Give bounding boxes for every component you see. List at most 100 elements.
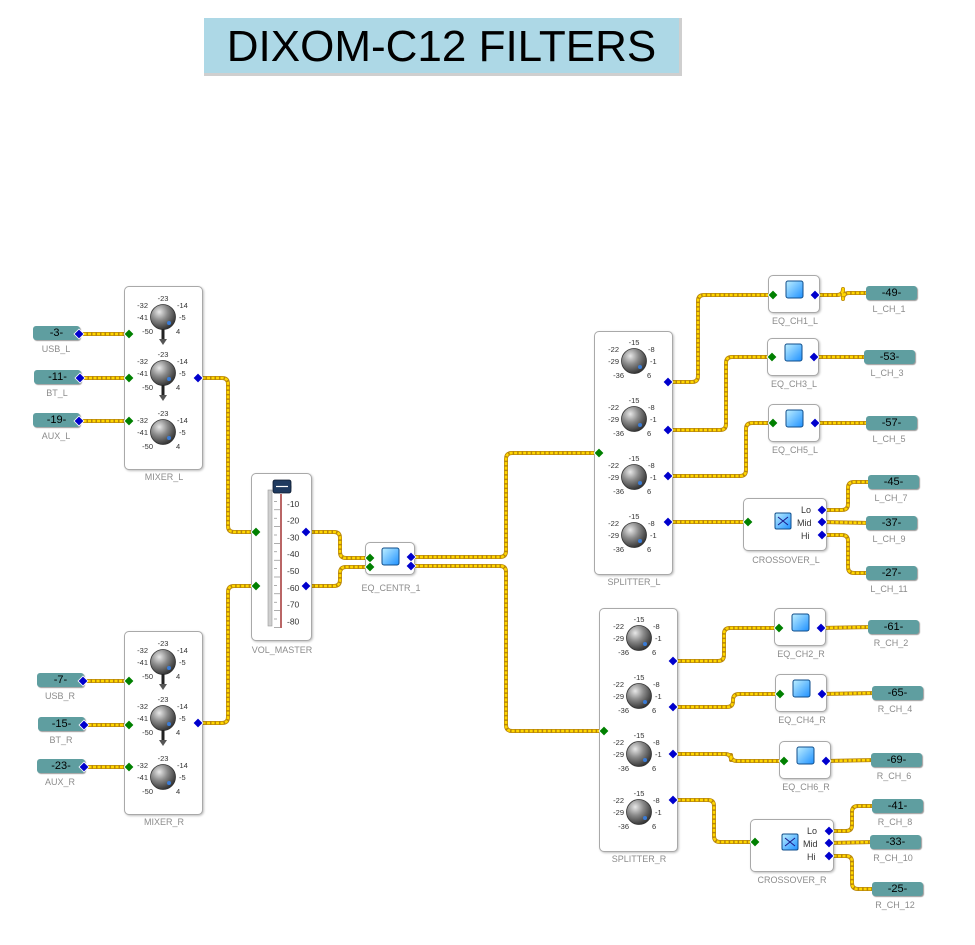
eq-ch6-r-block[interactable]: [779, 741, 831, 779]
wire-xl-hi: [822, 533, 870, 575]
output-tag-l-ch-1[interactable]: -49-: [866, 286, 917, 300]
eq-ch2-r-label: EQ_CH2_R: [777, 649, 825, 659]
input-tag-usb-r[interactable]: -7-: [37, 673, 84, 687]
crossover-r-hi-label: Hi: [807, 852, 816, 862]
input-label-aux-l: AUX_L: [41, 431, 71, 441]
wire-spr2-shadow: [671, 692, 782, 709]
output-label-l-ch-1: L_CH_1: [872, 304, 906, 314]
mixer-r-label: MIXER_R: [143, 817, 185, 827]
crossover-l-block[interactable]: [743, 498, 827, 551]
output-tag-l-ch-11[interactable]: -27-: [866, 566, 917, 580]
vol-master-label: VOL_MASTER: [251, 645, 313, 655]
input-label-bt-r: BT_R: [49, 735, 73, 745]
output-label-r-ch-2: R_CH_2: [873, 638, 909, 648]
output-tag-l-ch-9[interactable]: -37-: [866, 516, 917, 530]
eq-ch3-l-block[interactable]: [767, 338, 819, 376]
wire-spl2-shadow: [666, 355, 774, 432]
output-tag-l-ch-5[interactable]: -57-: [866, 416, 917, 430]
eq-ch2-r-block[interactable]: [774, 608, 826, 646]
input-label-aux-r: AUX_R: [44, 777, 76, 787]
input-label-usb-r: USB_R: [44, 691, 76, 701]
crossover-r-block[interactable]: [750, 819, 834, 872]
wire-spl1-shadow: [666, 293, 775, 384]
mixer-l-label: MIXER_L: [144, 472, 184, 482]
wire-spl2: [668, 355, 772, 432]
output-tag-r-ch-6[interactable]: -69-: [871, 753, 922, 767]
wire-spr1-shadow: [671, 626, 781, 663]
wire-eq-splitr-shadow: [409, 564, 606, 733]
eq-ch4-r-block[interactable]: [775, 674, 827, 712]
wire-spr2: [673, 692, 780, 709]
output-tag-r-ch-10[interactable]: -33-: [870, 835, 921, 849]
output-label-r-ch-6: R_CH_6: [876, 771, 912, 781]
page-title-box: DIXOM-C12 FILTERS: [204, 18, 682, 76]
output-label-l-ch-9: L_CH_9: [872, 534, 906, 544]
output-label-l-ch-5: L_CH_5: [872, 434, 906, 444]
wire-eq1-out: [815, 287, 870, 301]
crossover-l-label: CROSSOVER_L: [752, 555, 820, 565]
splitter-r-block[interactable]: [599, 608, 678, 852]
splitter-l-label: SPLITTER_L: [607, 577, 661, 587]
input-tag-bt-l[interactable]: -11-: [34, 370, 81, 384]
wire-spr3: [673, 752, 784, 763]
output-label-r-ch-8: R_CH_8: [877, 817, 913, 827]
eq-ch1-l-block[interactable]: [768, 275, 820, 313]
wire-spr1: [673, 626, 779, 663]
output-tag-r-ch-2[interactable]: -61-: [868, 620, 919, 634]
output-tag-r-ch-4[interactable]: -65-: [872, 686, 923, 700]
eq-ch4-r-label: EQ_CH4_R: [778, 715, 826, 725]
wire-eq-splitr: [411, 564, 604, 733]
eq-centr-label: EQ_CENTR_1: [361, 583, 421, 593]
wire-xr-lo: [829, 804, 876, 833]
output-tag-l-ch-3[interactable]: -53-: [864, 350, 915, 364]
eq-ch5-l-block[interactable]: [768, 404, 820, 442]
output-label-l-ch-7: L_CH_7: [874, 493, 908, 503]
wire-eq4-out: [821, 691, 877, 696]
wire-mixr-vol: [198, 584, 256, 725]
page-title: DIXOM-C12 FILTERS: [226, 22, 657, 71]
output-label-r-ch-12: R_CH_12: [875, 900, 915, 910]
wire-xl-hi-shadow: [820, 533, 872, 575]
wire-spl3: [668, 421, 773, 478]
input-tag-bt-r[interactable]: -15-: [38, 717, 85, 731]
splitter-l-block[interactable]: [594, 331, 673, 575]
wire-vol-eq2: [306, 565, 370, 588]
wire-xr-mid: [828, 840, 875, 845]
crossover-l-hi-label: Hi: [801, 531, 810, 541]
crossover-r-label: CROSSOVER_R: [757, 875, 827, 885]
wire-xl-lo: [822, 480, 872, 512]
crossover-r-lo-label: Lo: [807, 826, 818, 836]
wire-eq2-out: [820, 625, 873, 630]
wire-spl1: [668, 293, 773, 384]
wire-mixl-vol: [198, 376, 256, 534]
wire-vol-eq1: [306, 530, 370, 560]
output-tag-l-ch-7[interactable]: -45-: [868, 475, 919, 489]
output-label-l-ch-3: L_CH_3: [870, 368, 904, 378]
mixer-l-block[interactable]: [124, 286, 203, 470]
eq-centr-block[interactable]: [365, 542, 415, 575]
input-tag-aux-l[interactable]: -19-: [33, 413, 80, 427]
output-label-r-ch-4: R_CH_4: [877, 704, 913, 714]
output-tag-r-ch-8[interactable]: -41-: [872, 799, 923, 813]
crossover-r-mid-label: Mid: [803, 839, 818, 849]
crossover-l-mid-label: Mid: [797, 518, 812, 528]
input-tag-aux-r[interactable]: -23-: [37, 759, 85, 773]
wire-xr-hi: [829, 854, 876, 891]
eq-ch1-l-label: EQ_CH1_L: [771, 316, 819, 326]
crossover-l-lo-label: Lo: [801, 505, 812, 515]
eq-ch6-r-label: EQ_CH6_R: [782, 782, 830, 792]
output-tag-r-ch-12[interactable]: -25-: [872, 882, 923, 896]
input-tag-usb-l[interactable]: -3-: [33, 326, 80, 340]
splitter-r-label: SPLITTER_R: [611, 854, 667, 864]
wire-xl-mid: [821, 520, 871, 525]
wire-vol-eq1-shadow: [304, 530, 372, 560]
output-label-l-ch-11: L_CH_11: [870, 584, 908, 594]
wire-eq-splitl: [411, 451, 599, 559]
vol-master-block[interactable]: [251, 473, 312, 641]
input-label-usb-l: USB_L: [41, 344, 71, 354]
mixer-r-block[interactable]: [124, 631, 203, 815]
eq-ch5-l-label: EQ_CH5_L: [771, 445, 819, 455]
wire-spr4: [673, 798, 755, 844]
input-label-bt-l: BT_L: [46, 388, 68, 398]
